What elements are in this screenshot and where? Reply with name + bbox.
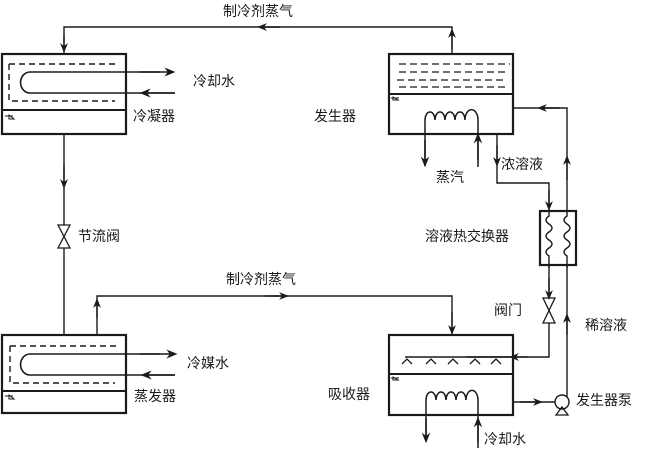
weak-solution-label: 稀溶液 [585,318,627,334]
strong-solution-label: 浓溶液 [501,157,543,173]
generator-pump-symbol [554,394,570,416]
chilled-water-label: 冷媒水 [187,356,229,372]
absorber-cooling-water-label: 冷却水 [484,432,526,448]
evaporator-label: 蒸发器 [134,389,176,405]
valve-label: 阀门 [494,303,522,319]
refrigerant-vapor-line-top [63,26,453,54]
evaporator [0,333,175,415]
valve-symbol [541,297,557,324]
throttle-valve-symbol [56,224,72,249]
refrigerant-vapor-label-top: 制冷剂蒸气 [223,4,293,20]
condenser-label: 冷凝器 [133,109,175,125]
steam-label: 蒸汽 [436,170,464,186]
generator-pump-label: 发生器泵 [576,393,632,409]
absorber-label: 吸收器 [328,387,370,403]
absorber [387,333,515,448]
generator-label: 发生器 [314,109,356,125]
throttle-valve-label: 节流阀 [78,229,120,245]
refrigerant-vapor-line-bottom [96,295,453,335]
refrigerant-vapor-label-bottom: 制冷剂蒸气 [226,272,296,288]
generator [387,52,515,167]
condenser-cooling-water-label: 冷却水 [193,74,235,90]
solution-heat-exchanger [538,209,578,268]
heat-exchanger-label: 溶液热交换器 [425,229,509,245]
